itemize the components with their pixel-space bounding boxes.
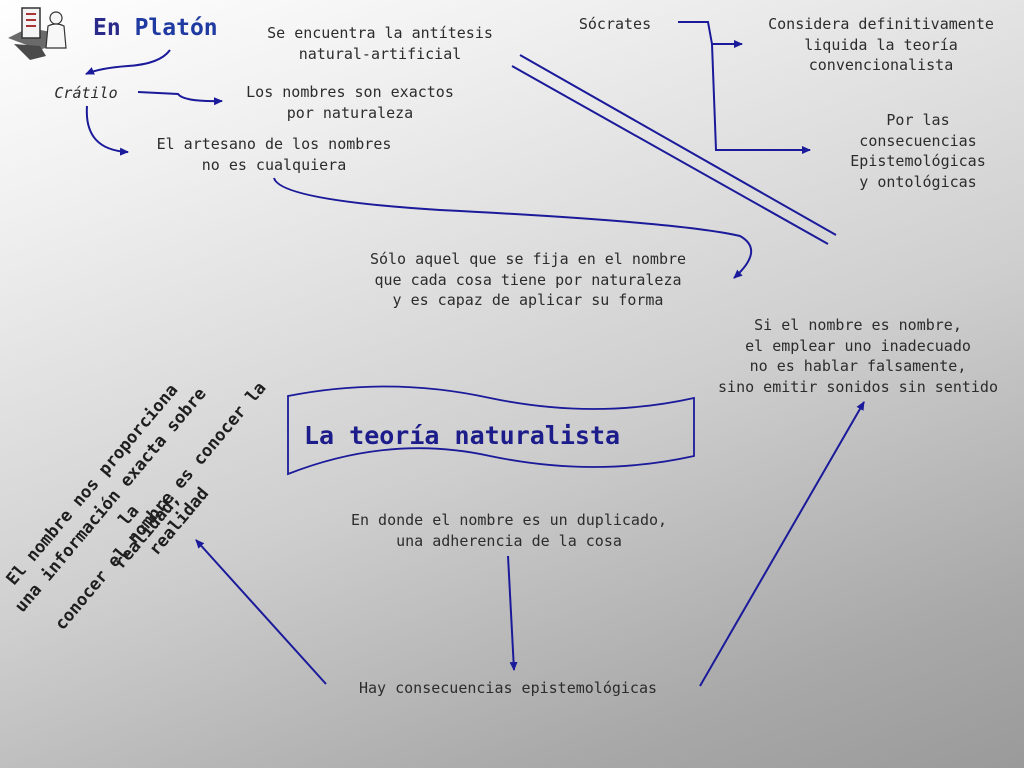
arrow-platon-cratilo [85,49,171,75]
diagonal-line-2 [511,65,829,245]
arrow-socrates-considera [678,21,743,48]
arrow-consecuencias-si-el-nombre [699,401,865,687]
node-nombres-exactos: Los nombres son exactos por naturaleza [246,83,454,122]
arrow-duplicado-consecuencias [507,555,518,671]
node-teoria-naturalista: La teoría naturalista [304,421,621,450]
arrow-artesano-solo-aquel [273,177,752,279]
title-prefix: En [93,15,121,41]
node-antitesis: Se encuentra la antítesis natural-artifi… [267,24,493,63]
node-consecuencias-epist: Por las consecuencias Epistemológicas y … [850,111,986,191]
title-name: Platón [134,15,218,41]
page-title: En Platón [93,15,218,41]
node-artesano: El artesano de los nombres no es cualqui… [156,135,392,174]
node-considera: Considera definitivamente liquida la teo… [768,15,994,74]
node-socrates: Sócrates [578,15,652,33]
arrow-socrates-consecuencias [711,43,811,154]
node-si-el-nombre: Si el nombre es nombre, el emplear uno i… [718,316,998,396]
node-duplicado: En donde el nombre es un duplicado, una … [350,511,668,550]
node-hay-consecuencias: Hay consecuencias epistemológicas [358,679,657,697]
diagonal-line-1 [519,54,837,236]
node-cratilo: Crátilo [54,84,118,102]
teoria-banner [287,385,695,476]
philosopher-clipart-icon [8,7,67,60]
arrow-cratilo-exactos [137,91,223,106]
node-solo-aquel: Sólo aquel que se fija en el nombre que … [369,250,687,309]
arrow-consecuencias-rotated [195,539,327,685]
arrow-cratilo-artesano [85,105,129,156]
